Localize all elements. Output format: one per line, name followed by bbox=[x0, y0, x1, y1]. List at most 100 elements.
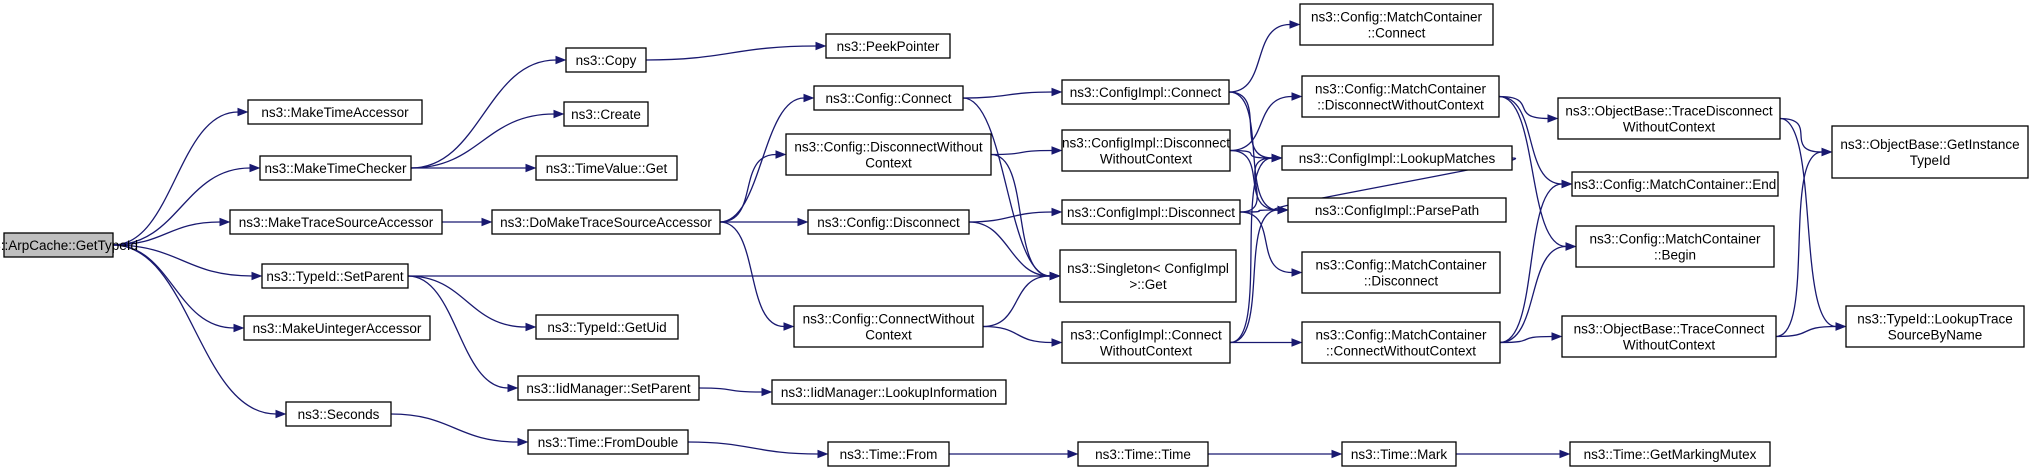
edge-time-time-to-time-mark bbox=[1207, 449, 1343, 459]
node-create[interactable]: ns3::Create bbox=[563, 101, 649, 127]
node-seconds[interactable]: ns3::Seconds bbox=[285, 401, 392, 427]
node-label: ns3::Config::MatchContainer::End bbox=[1574, 177, 1777, 192]
edge-line bbox=[990, 149, 1053, 156]
node-box bbox=[1569, 441, 1771, 467]
node-label: ns3::Time::From bbox=[840, 447, 938, 462]
edge-root-to-type-id-set-parent bbox=[112, 244, 263, 281]
arrowhead-icon bbox=[797, 217, 809, 227]
edge-config-impl-connect-to-mc-connect bbox=[1228, 20, 1301, 93]
arrowhead-icon bbox=[1547, 114, 1559, 123]
node-singleton-get[interactable]: ns3::Singleton< ConfigImpl >::Get bbox=[1059, 249, 1237, 303]
node-make-time-checker[interactable]: ns3::MakeTimeChecker bbox=[259, 155, 412, 181]
node-time-from-double[interactable]: ns3::Time::FromDouble bbox=[527, 429, 689, 455]
node-type-id-set-parent[interactable]: ns3::TypeId::SetParent bbox=[261, 263, 409, 289]
node-box bbox=[1831, 125, 2029, 179]
node-config-impl-connect[interactable]: ns3::ConfigImpl::Connect bbox=[1061, 79, 1230, 105]
node-config-disconnect-without-context[interactable]: ns3::Config::DisconnectWithoutContext bbox=[785, 133, 992, 176]
node-time-from[interactable]: ns3::Time::From bbox=[827, 441, 950, 467]
node-time-time[interactable]: ns3::Time::Time bbox=[1077, 441, 1209, 467]
edge-line bbox=[112, 167, 251, 246]
node-label: ::Begin bbox=[1654, 248, 1696, 263]
node-make-uinteger-accessor[interactable]: ns3::MakeUintegerAccessor bbox=[243, 315, 431, 341]
node-box bbox=[491, 209, 721, 235]
node-peek-pointer[interactable]: ns3::PeekPointer bbox=[825, 33, 951, 59]
edge-config-impl-connect-without-context-to-mc-connect-without-context bbox=[1229, 338, 1303, 347]
node-parse-path[interactable]: ns3::ConfigImpl::ParsePath bbox=[1287, 197, 1507, 223]
edge-line bbox=[112, 244, 277, 415]
arrowhead-icon bbox=[1561, 179, 1573, 189]
node-root[interactable]: ns3::ArpCache::GetTypeId bbox=[0, 232, 138, 258]
node-mc-disconnect-without-context[interactable]: ns3::Config::MatchContainer::DisconnectW… bbox=[1301, 75, 1500, 118]
arrowhead-icon bbox=[1821, 147, 1833, 157]
arrowhead-icon bbox=[1051, 87, 1063, 97]
edge-line bbox=[1779, 117, 1837, 328]
edge-line bbox=[407, 275, 509, 389]
edge-line bbox=[1779, 117, 1823, 153]
edge-type-id-set-parent-to-type-id-get-uid bbox=[407, 275, 537, 332]
node-label: ns3::Config::MatchContainer bbox=[1589, 232, 1761, 247]
edge-config-impl-connect-without-context-to-lookup-matches bbox=[1229, 153, 1283, 344]
arrowhead-icon bbox=[803, 93, 815, 103]
node-make-time-accessor[interactable]: ns3::MakeTimeAccessor bbox=[247, 99, 423, 125]
node-box bbox=[229, 209, 443, 235]
node-config-connect-without-context[interactable]: ns3::Config::ConnectWithoutContext bbox=[793, 305, 984, 348]
node-mc-connect-without-context[interactable]: ns3::Config::MatchContainer::ConnectWith… bbox=[1301, 321, 1501, 364]
edge-do-make-trace-source-accessor-to-config-disconnect-without-context bbox=[719, 150, 787, 223]
arrowhead-icon bbox=[219, 217, 231, 227]
node-box bbox=[807, 209, 970, 235]
node-box bbox=[1061, 199, 1241, 225]
edge-make-time-checker-to-create bbox=[410, 109, 565, 169]
node-config-connect[interactable]: ns3::Config::Connect bbox=[813, 85, 964, 111]
node-time-get-marking-mutex[interactable]: ns3::Time::GetMarkingMutex bbox=[1569, 441, 1771, 467]
node-copy[interactable]: ns3::Copy bbox=[565, 47, 647, 73]
node-lookup-matches[interactable]: ns3::ConfigImpl::LookupMatches bbox=[1281, 145, 1513, 171]
node-ob-trace-connect-without-context[interactable]: ns3::ObjectBase::TraceConnectWithoutCont… bbox=[1561, 315, 1777, 358]
node-mc-end[interactable]: ns3::Config::MatchContainer::End bbox=[1571, 171, 1779, 197]
node-config-impl-disconnect[interactable]: ns3::ConfigImpl::Disconnect bbox=[1061, 199, 1241, 225]
node-label: ns3::TimeValue::Get bbox=[546, 161, 668, 176]
edge-line bbox=[719, 153, 777, 223]
node-box bbox=[3, 232, 114, 258]
edge-line bbox=[1229, 157, 1273, 344]
node-label: WithoutContext bbox=[1623, 120, 1716, 135]
node-ob-trace-disconnect-without-context[interactable]: ns3::ObjectBase::TraceDisconnectWithoutC… bbox=[1557, 97, 1781, 140]
edge-config-connect-without-context-to-singleton-get bbox=[982, 271, 1061, 328]
arrowhead-icon bbox=[1565, 242, 1577, 251]
arrowhead-icon bbox=[1291, 92, 1303, 101]
node-make-trace-source-accessor[interactable]: ns3::MakeTraceSourceAccessor bbox=[229, 209, 443, 235]
node-iid-manager-set-parent[interactable]: ns3::IidManager::SetParent bbox=[517, 375, 700, 401]
node-label: WithoutContext bbox=[1623, 338, 1716, 353]
node-label: ns3::Config::MatchContainer bbox=[1315, 258, 1487, 273]
node-config-impl-disconnect-without-context[interactable]: ns3::ConfigImpl::DisconnectWithoutContex… bbox=[1061, 129, 1231, 172]
node-mc-connect[interactable]: ns3::Config::MatchContainer::Connect bbox=[1299, 3, 1494, 46]
node-time-value-get[interactable]: ns3::TimeValue::Get bbox=[535, 155, 678, 181]
edge-time-from-double-to-time-from bbox=[687, 441, 829, 459]
arrowhead-icon bbox=[251, 271, 263, 281]
node-config-disconnect[interactable]: ns3::Config::Disconnect bbox=[807, 209, 970, 235]
edge-line bbox=[962, 97, 1051, 277]
node-label: ns3::Config::Disconnect bbox=[817, 215, 960, 230]
edge-config-connect-without-context-to-config-impl-connect-without-context bbox=[982, 325, 1063, 347]
node-label: ns3::Time::FromDouble bbox=[538, 435, 679, 450]
edge-mc-connect-without-context-to-mc-begin bbox=[1499, 242, 1577, 344]
node-box bbox=[1557, 97, 1781, 140]
arrowhead-icon bbox=[1291, 268, 1303, 277]
node-label: ns3::Time::Mark bbox=[1351, 447, 1448, 462]
node-do-make-trace-source-accessor[interactable]: ns3::DoMakeTraceSourceAccessor bbox=[491, 209, 721, 235]
arrowhead-icon bbox=[761, 387, 773, 397]
node-label: ns3::Config::MatchContainer bbox=[1315, 82, 1487, 97]
node-box bbox=[259, 155, 412, 181]
node-iid-manager-lookup-information[interactable]: ns3::IidManager::LookupInformation bbox=[771, 379, 1007, 405]
node-time-mark[interactable]: ns3::Time::Mark bbox=[1341, 441, 1457, 467]
node-mc-begin[interactable]: ns3::Config::MatchContainer::Begin bbox=[1575, 225, 1775, 268]
node-label: ns3::ConfigImpl::Disconnect bbox=[1067, 205, 1235, 220]
node-box bbox=[563, 101, 649, 127]
node-box bbox=[1061, 79, 1230, 105]
node-config-impl-connect-without-context[interactable]: ns3::ConfigImpl::ConnectWithoutContext bbox=[1061, 321, 1231, 364]
edge-root-to-make-time-checker bbox=[112, 163, 261, 246]
node-type-id-get-uid[interactable]: ns3::TypeId::GetUid bbox=[535, 314, 679, 340]
node-mc-disconnect[interactable]: ns3::Config::MatchContainer::Disconnect bbox=[1301, 251, 1501, 294]
node-box bbox=[1077, 441, 1209, 467]
